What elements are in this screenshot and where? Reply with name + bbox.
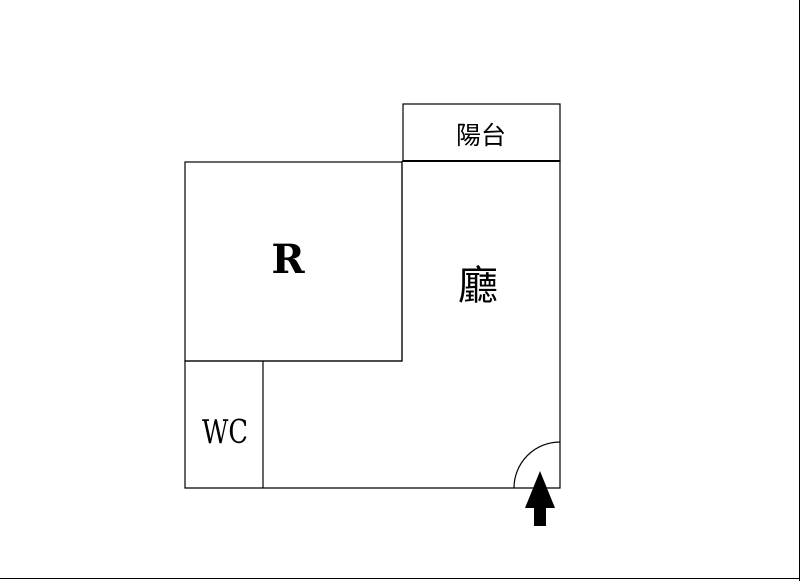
room-toilet: WC	[202, 361, 264, 488]
entrance-arrow-icon	[525, 471, 555, 526]
room-living: 廳	[184, 160, 561, 489]
door-swing-icon	[513, 441, 561, 489]
living-room-label: 廳	[458, 263, 498, 309]
toilet-label: WC	[202, 412, 248, 451]
balcony-label: 陽台	[456, 121, 506, 150]
living-room-outline	[184, 160, 561, 489]
bedroom-label: R	[271, 236, 305, 283]
room-bedroom: R	[184, 161, 403, 362]
room-balcony: 陽台	[402, 103, 561, 162]
